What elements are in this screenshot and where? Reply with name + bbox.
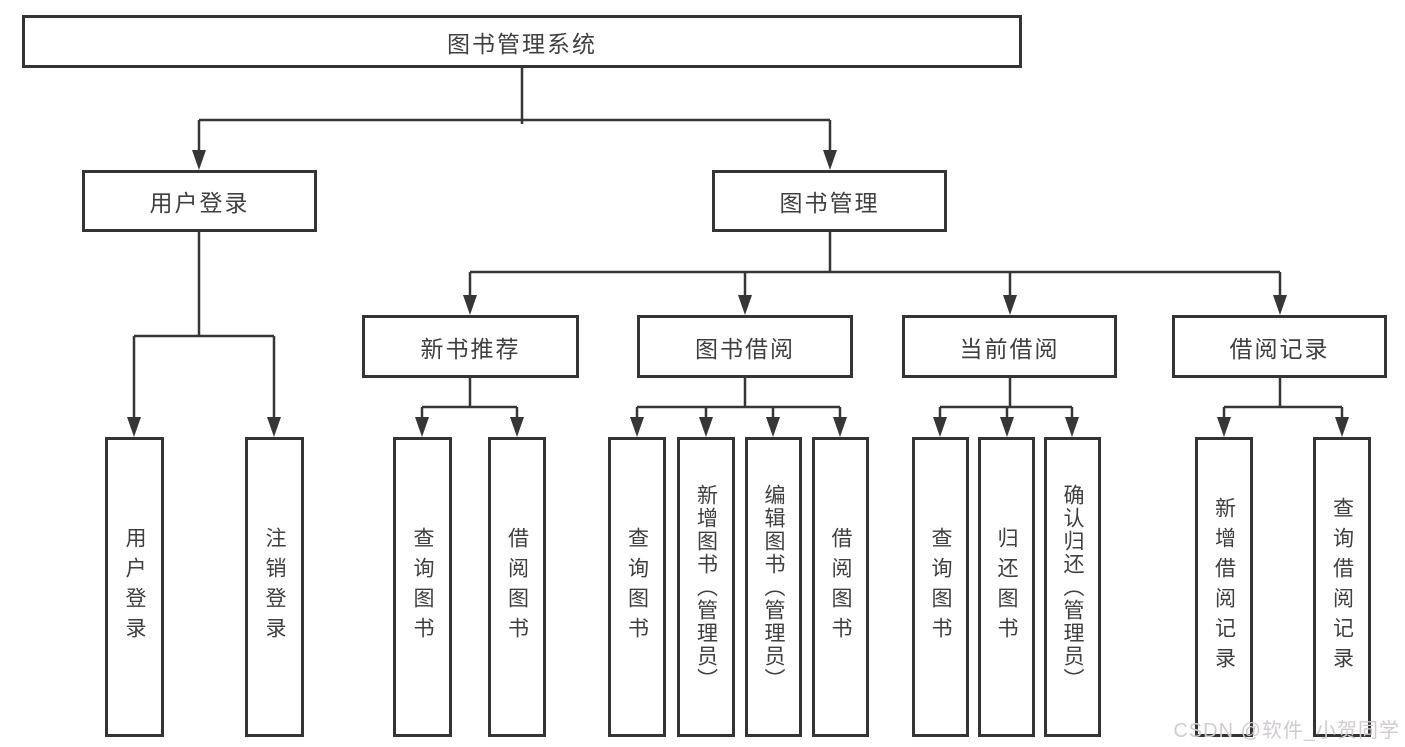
arrowhead [766,417,780,437]
leaf-add-books-admin: 新增图书（管理员） [677,437,735,737]
node-label: 查询借阅记录 [1330,497,1354,677]
connector-borrow-records-children [1217,378,1349,437]
arrowhead [1217,417,1231,437]
node-label: 新增图书（管理员） [694,483,718,691]
arrowhead [833,417,847,437]
node-user-login: 用户登录 [82,170,317,232]
leaf-confirm-return-admin: 确认归还（管理员） [1044,437,1101,737]
node-new-book-recommend: 新书推荐 [362,315,579,378]
leaf-query-books-recommend: 查询图书 [393,437,452,737]
connector-book-borrow-children [630,378,847,437]
connector-new-book-recommend-children [415,378,524,437]
node-label: 查询图书 [929,527,952,647]
node-label: 注销登录 [263,527,286,647]
leaf-return-books: 归还图书 [978,437,1035,737]
node-label: 新增借阅记录 [1212,497,1236,677]
leaf-query-books-borrow: 查询图书 [608,437,666,737]
leaf-query-borrow-record: 查询借阅记录 [1313,437,1371,737]
connector-user-login-children [127,232,281,437]
leaf-borrow-books-recommend: 借阅图书 [488,437,546,737]
watermark: CSDN @软件_小贺同学 [1173,720,1400,742]
leaf-add-borrow-record: 新增借阅记录 [1195,437,1253,737]
connector-book-management-children [463,232,1287,315]
arrowhead [1000,417,1014,437]
arrowhead [823,150,837,170]
node-label: 查询图书 [625,527,649,647]
arrowhead [1003,295,1017,315]
node-borrow-records: 借阅记录 [1172,315,1387,378]
arrowhead [933,417,947,437]
node-book-management: 图书管理 [712,170,947,232]
connector-root-to-level2 [192,68,837,170]
arrowhead [630,417,644,437]
arrowhead [1065,417,1079,437]
leaf-user-login: 用户登录 [105,437,164,737]
arrowhead [1335,417,1349,437]
node-label: 编辑图书（管理员） [762,483,785,691]
leaf-edit-books-admin: 编辑图书（管理员） [745,437,802,737]
node-label: 查询图书 [411,527,434,647]
leaf-query-books-current: 查询图书 [912,437,969,737]
connector-current-borrow-children [933,378,1079,437]
node-current-borrow: 当前借阅 [902,315,1117,378]
arrowhead [267,417,281,437]
node-label: 借阅图书 [829,527,852,647]
node-book-borrow: 图书借阅 [637,315,853,378]
arrowhead [699,417,713,437]
node-label: 用户登录 [123,527,146,647]
leaf-logout: 注销登录 [245,437,304,737]
arrowhead [127,417,141,437]
node-label: 借阅图书 [505,527,529,647]
leaf-borrow-books: 借阅图书 [812,437,869,737]
arrowhead [192,150,206,170]
arrowhead [463,295,477,315]
node-label: 确认归还（管理员） [1061,483,1084,691]
node-library-management-system: 图书管理系统 [22,15,1022,68]
node-label: 归还图书 [995,527,1018,647]
arrowhead [415,417,429,437]
arrowhead [738,295,752,315]
arrowhead [1273,295,1287,315]
arrowhead [510,417,524,437]
